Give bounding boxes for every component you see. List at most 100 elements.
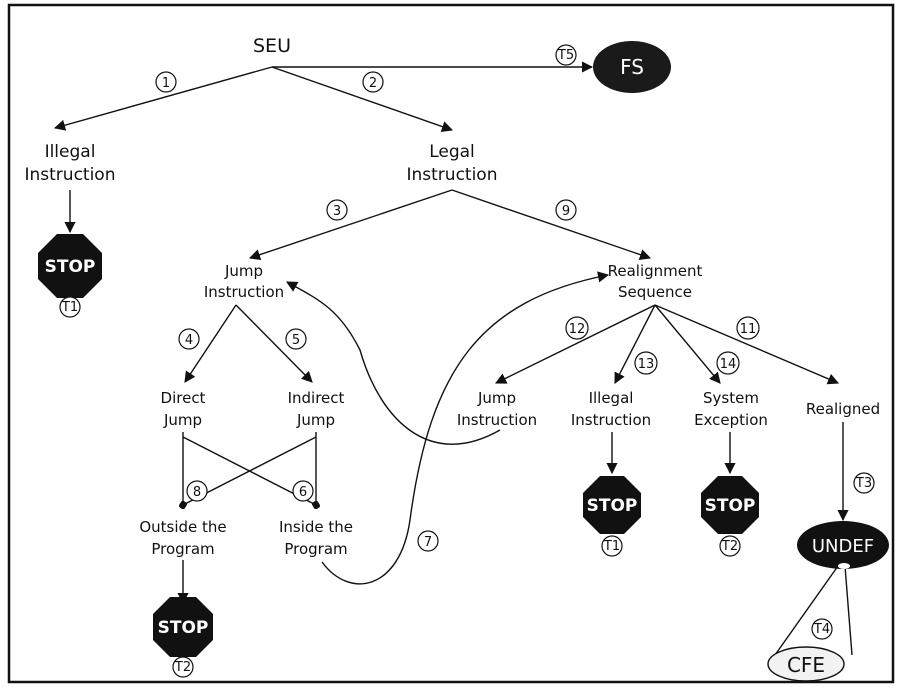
node-illegal-instruction-top: Illegal Instruction	[25, 142, 116, 185]
illegal-right-line2: Instruction	[571, 411, 651, 429]
edge-number-8-text: 8	[193, 485, 201, 500]
edge-number-6: 6	[292, 480, 314, 502]
node-cfe: CFE	[767, 646, 845, 682]
inside-line2: Program	[284, 540, 347, 558]
tag-t2-bottom: T2	[172, 656, 194, 678]
edge-1-seu-illegal	[53, 66, 273, 131]
cfe-label: CFE	[787, 653, 825, 677]
tag-t1-right: T1	[601, 535, 623, 557]
edge-number-1: 1	[155, 71, 177, 93]
edge-4-jump-direct	[184, 304, 237, 383]
node-indirect-jump: Indirect Jump	[288, 389, 345, 429]
edge-number-4: 4	[178, 328, 200, 350]
diagram-frame	[7, 3, 895, 684]
stop-sign-illegal-right: STOP	[583, 476, 641, 534]
edge-number-3: 3	[326, 199, 348, 221]
edge-number-9: 9	[555, 199, 577, 221]
outside-line2: Program	[151, 540, 214, 558]
tag-t5-text: T5	[557, 48, 574, 63]
edge-number-11: 11	[736, 316, 760, 340]
tag-t5: T5	[555, 44, 577, 66]
node-undef: UNDEF	[797, 521, 889, 569]
node-system-exception: System Exception	[694, 389, 768, 429]
edge-7-inside-realign	[321, 271, 610, 585]
indirect-line2: Jump	[296, 411, 335, 429]
sysexc-line2: Exception	[694, 411, 768, 429]
tag-t3-text: T3	[855, 476, 872, 491]
node-jump-instruction-right: Jump Instruction	[457, 389, 537, 429]
tag-t3: T3	[853, 472, 875, 494]
sysexc-line1: System	[703, 389, 759, 407]
edge-13-realign-illegal	[614, 304, 656, 384]
realign-line1: Realignment	[608, 262, 703, 280]
edge-number-1-text: 1	[162, 76, 170, 91]
stop-bottom-label: STOP	[158, 618, 209, 638]
edge-number-5-text: 5	[292, 333, 300, 348]
edge-number-11-text: 11	[740, 322, 757, 337]
edge-undef-cfe-right	[844, 565, 853, 656]
edge-number-9-text: 9	[562, 204, 570, 219]
edge-number-14-text: 14	[720, 357, 737, 372]
node-illegal-instruction-right: Illegal Instruction	[571, 389, 651, 429]
jump-left-line2: Instruction	[204, 283, 284, 301]
edge-number-2: 2	[362, 71, 384, 93]
edge-number-12: 12	[565, 316, 589, 340]
legal-line2: Instruction	[407, 165, 498, 185]
edge-number-5: 5	[285, 328, 307, 350]
edge-jump-back	[286, 281, 501, 445]
node-fs: FS	[593, 41, 671, 93]
stop-sign-bottom: STOP	[153, 597, 213, 657]
edge-number-13: 13	[634, 351, 658, 375]
indirect-line1: Indirect	[288, 389, 345, 407]
realign-line2: Sequence	[618, 283, 692, 301]
outside-line1: Outside the	[139, 518, 226, 536]
tag-t4: T4	[811, 618, 833, 640]
edge-5-jump-indirect	[235, 304, 313, 383]
edge-14-realign-sysexc	[654, 304, 721, 384]
edge-undef-cfe-left	[774, 565, 839, 656]
edge-number-6-text: 6	[299, 485, 307, 500]
tag-t4-text: T4	[813, 622, 830, 637]
node-realignment-sequence: Realignment Sequence	[608, 262, 703, 301]
stop-sign-system-exception: STOP	[701, 476, 759, 534]
tag-t2-right: T2	[719, 535, 741, 557]
edge-2-seu-legal	[271, 66, 454, 132]
node-jump-instruction-left: Jump Instruction	[204, 262, 284, 301]
jump-right-line2: Instruction	[457, 411, 537, 429]
tag-t1-right-text: T1	[603, 539, 620, 554]
tag-t2-bottom-text: T2	[174, 660, 191, 675]
tag-t1-left-text: T1	[61, 300, 78, 315]
legal-line1: Legal	[429, 142, 475, 162]
edge-number-14: 14	[716, 351, 740, 375]
edge-9-legal-realign	[451, 189, 652, 261]
direct-line1: Direct	[161, 389, 206, 407]
edge-number-7: 7	[417, 530, 439, 552]
stop-sysexc-label: STOP	[705, 496, 756, 516]
stop-illegal-right-label: STOP	[587, 496, 638, 516]
illegal-right-line1: Illegal	[589, 389, 634, 407]
edge-number-4-text: 4	[185, 333, 193, 348]
undef-label: UNDEF	[812, 536, 874, 557]
inside-line1: Inside the	[279, 518, 353, 536]
fs-label: FS	[620, 55, 644, 79]
node-seu: SEU	[253, 35, 291, 57]
illegal-top-line1: Illegal	[45, 142, 96, 162]
edge-number-13-text: 13	[638, 357, 655, 372]
direct-line2: Jump	[163, 411, 202, 429]
node-direct-jump: Direct Jump	[161, 389, 206, 429]
illegal-top-line2: Instruction	[25, 165, 116, 185]
node-inside-program: Inside the Program	[279, 518, 353, 558]
edge-number-2-text: 2	[369, 76, 377, 91]
edge-3-legal-jump	[248, 189, 453, 261]
jump-left-line1: Jump	[224, 262, 263, 280]
node-outside-program: Outside the Program	[139, 518, 226, 558]
tag-t1-left: T1	[59, 296, 81, 318]
edge-number-12-text: 12	[569, 322, 586, 337]
tag-t2-right-text: T2	[721, 539, 738, 554]
edge-number-7-text: 7	[424, 535, 432, 550]
edge-11-realign-realigned	[654, 304, 840, 385]
stop-sign-left: STOP	[38, 234, 102, 298]
edge-number-3-text: 3	[333, 204, 341, 219]
edge-number-8: 8	[186, 480, 208, 502]
